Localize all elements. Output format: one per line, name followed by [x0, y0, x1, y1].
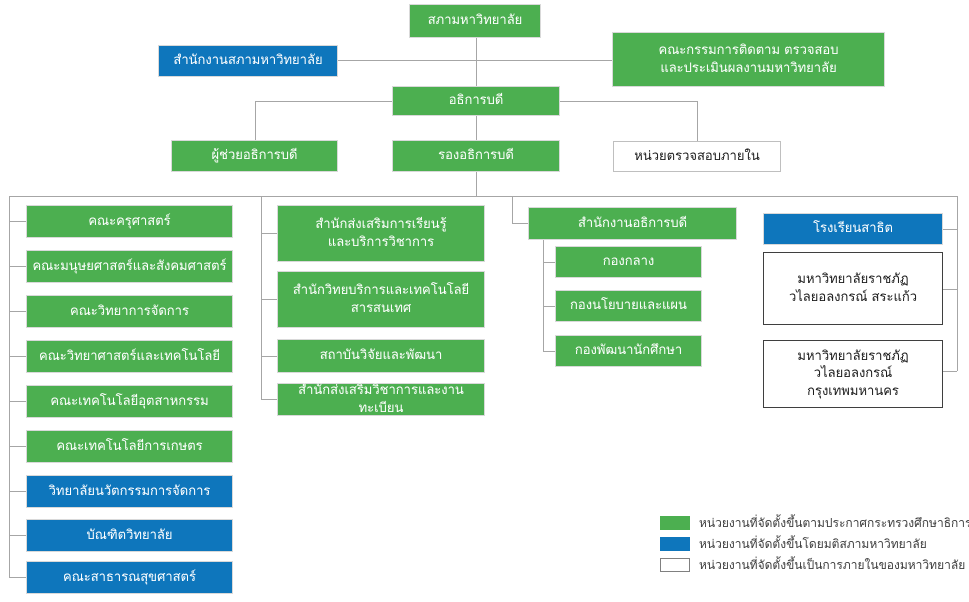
node-faculty-public-health: คณะสาธารณสุขศาสตร์	[26, 561, 233, 594]
node-faculty-industrial-tech: คณะเทคโนโลยีอุตสาหกรรม	[26, 385, 233, 418]
connector	[261, 356, 277, 357]
node-vice-president: รองอธิการบดี	[392, 140, 560, 172]
connector	[255, 101, 392, 102]
node-division-policy-plan: กองนโยบายและแผน	[555, 290, 702, 322]
connector	[9, 401, 26, 402]
connector	[512, 223, 528, 224]
legend-label: หน่วยงานที่จัดตั้งขึ้นเป็นการภายในของมหา…	[699, 557, 966, 572]
node-demonstration-school: โรงเรียนสาธิต	[763, 213, 943, 245]
connector	[255, 101, 256, 140]
connector	[9, 446, 26, 447]
connector	[9, 491, 26, 492]
connector	[261, 399, 277, 400]
connector	[943, 229, 957, 230]
connector	[9, 535, 26, 536]
node-faculty-humanities: คณะมนุษยศาสตร์และสังคมศาสตร์	[26, 250, 233, 283]
connector	[337, 60, 612, 61]
node-president-office: สำนักงานอธิการบดี	[528, 207, 737, 240]
node-office-learning-promotion: สำนักส่งเสริมการเรียนรู้ และบริการวิชากา…	[277, 205, 485, 262]
connector	[943, 289, 957, 290]
node-monitoring-committee: คณะกรรมการติดตาม ตรวจสอบ และประเมินผลงาน…	[612, 32, 885, 87]
node-council-office: สำนักงานสภามหาวิทยาลัย	[158, 45, 338, 77]
node-office-academic-resources-it: สำนักวิทยบริการและเทคโนโลยี สารสนเทศ	[277, 271, 485, 328]
node-division-central: กองกลาง	[555, 246, 702, 278]
node-graduate-school: บัณฑิตวิทยาลัย	[26, 519, 233, 552]
connector	[9, 196, 10, 577]
node-college-innovation: วิทยาลัยนวัตกรรมการจัดการ	[26, 475, 233, 508]
node-faculty-management: คณะวิทยาการจัดการ	[26, 295, 233, 328]
connector	[476, 172, 477, 196]
node-faculty-agricultural-tech: คณะเทคโนโลยีการเกษตร	[26, 430, 233, 463]
node-office-academic-registration: สำนักส่งเสริมวิชาการและงานทะเบียน	[277, 383, 485, 416]
node-internal-audit: หน่วยตรวจสอบภายใน	[613, 141, 781, 172]
node-campus-sakaeo: มหาวิทยาลัยราชภัฏ วไลยอลงกรณ์ สระแก้ว	[763, 252, 943, 325]
connector	[476, 116, 477, 140]
connector	[543, 262, 555, 263]
connector	[543, 351, 555, 352]
connector	[9, 266, 26, 267]
node-division-student-development: กองพัฒนานักศึกษา	[555, 335, 702, 367]
connector	[261, 299, 277, 300]
connector	[543, 306, 555, 307]
connector	[957, 196, 958, 371]
legend-label: หน่วยงานที่จัดตั้งขึ้นตามประกาศกระทรวงศึ…	[699, 515, 969, 530]
connector	[261, 196, 262, 399]
node-faculty-education: คณะครุศาสตร์	[26, 205, 233, 238]
connector	[9, 221, 26, 222]
legend-row-ministry: หน่วยงานที่จัดตั้งขึ้นตามประกาศกระทรวงศึ…	[660, 516, 969, 530]
connector	[9, 356, 26, 357]
node-campus-bangkok: มหาวิทยาลัยราชภัฏ วไลยอลงกรณ์ กรุงเทพมหา…	[763, 340, 943, 408]
connector	[512, 196, 513, 223]
node-institute-research-development: สถาบันวิจัยและพัฒนา	[277, 339, 485, 373]
legend-label: หน่วยงานที่จัดตั้งขึ้นโดยมติสภามหาวิทยาล…	[699, 536, 927, 551]
legend-swatch-blue	[660, 537, 690, 551]
legend-row-internal: หน่วยงานที่จัดตั้งขึ้นเป็นการภายในของมหา…	[660, 558, 969, 572]
connector	[943, 371, 957, 372]
connector	[543, 240, 544, 351]
node-university-council: สภามหาวิทยาลัย	[409, 4, 541, 38]
node-faculty-science-tech: คณะวิทยาศาสตร์และเทคโนโลยี	[26, 340, 233, 373]
node-president: อธิการบดี	[392, 86, 560, 116]
legend-row-council-resolution: หน่วยงานที่จัดตั้งขึ้นโดยมติสภามหาวิทยาล…	[660, 537, 969, 551]
connector	[697, 101, 698, 141]
connector	[261, 233, 277, 234]
connector	[560, 101, 697, 102]
legend-swatch-white	[660, 558, 690, 572]
legend: หน่วยงานที่จัดตั้งขึ้นตามประกาศกระทรวงศึ…	[660, 516, 969, 579]
connector	[9, 311, 26, 312]
legend-swatch-green	[660, 516, 690, 530]
connector	[476, 38, 477, 86]
node-assistant-president: ผู้ช่วยอธิการบดี	[171, 140, 338, 172]
connector	[9, 577, 26, 578]
connector	[9, 196, 957, 197]
